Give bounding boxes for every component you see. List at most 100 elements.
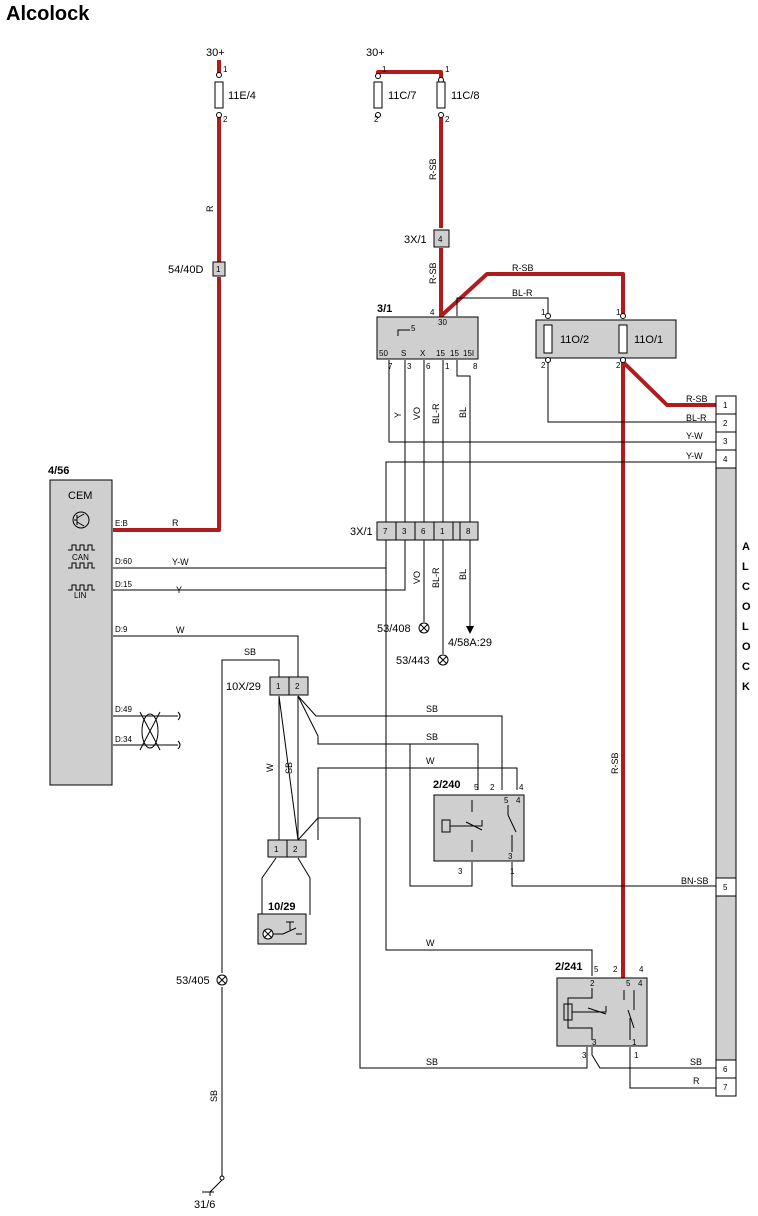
svg-text:6: 6 bbox=[421, 527, 426, 536]
connector-10x29: 10X/29 1 2 bbox=[226, 676, 309, 696]
svg-text:1: 1 bbox=[634, 1051, 639, 1060]
svg-text:7: 7 bbox=[723, 1083, 728, 1092]
wire-label-r-cem: R bbox=[172, 518, 179, 528]
wire-label-bl-r-lower: BL-R bbox=[431, 567, 441, 588]
wire-label-w-2241: W bbox=[426, 938, 435, 948]
svg-text:O: O bbox=[742, 601, 751, 613]
svg-text:1: 1 bbox=[440, 527, 445, 536]
wire-label-w-cem: W bbox=[176, 625, 185, 635]
svg-text:3: 3 bbox=[723, 437, 728, 446]
svg-text:X: X bbox=[420, 349, 426, 358]
wire-label-sb-2240-b: SB bbox=[426, 732, 438, 742]
wire-label-r-sb-3: R-SB bbox=[512, 263, 534, 273]
cem-module: 4/56 CEM CAN LIN E:B D:60 D:15 D:9 D:49 … bbox=[48, 465, 132, 786]
svg-text:15: 15 bbox=[436, 349, 445, 358]
svg-text:D:34: D:34 bbox=[115, 735, 132, 744]
wire-label-r-pin7: R bbox=[693, 1076, 700, 1086]
indicator-10-29: 10/29 bbox=[257, 901, 307, 945]
fuse-11c7: 1 11C/7 2 bbox=[373, 65, 417, 124]
svg-text:2: 2 bbox=[723, 419, 728, 428]
svg-text:A: A bbox=[742, 541, 750, 553]
svg-text:D:60: D:60 bbox=[115, 557, 132, 566]
svg-text:2: 2 bbox=[613, 965, 618, 974]
svg-text:3X/1: 3X/1 bbox=[404, 234, 427, 246]
arrow-4-58a: 4/58A:29 bbox=[448, 626, 492, 649]
svg-text:3: 3 bbox=[582, 1051, 587, 1060]
fuse-block-11o: 1 11O/2 2 1 11O/1 2 bbox=[535, 308, 677, 370]
svg-text:4: 4 bbox=[723, 455, 728, 464]
svg-text:1: 1 bbox=[723, 401, 728, 410]
svg-text:C: C bbox=[742, 661, 750, 673]
svg-text:8: 8 bbox=[473, 362, 478, 371]
svg-text:5: 5 bbox=[723, 883, 728, 892]
svg-text:2/241: 2/241 bbox=[555, 961, 583, 973]
svg-text:CEM: CEM bbox=[68, 490, 92, 502]
svg-text:E:B: E:B bbox=[115, 519, 128, 528]
svg-text:4/56: 4/56 bbox=[48, 465, 69, 477]
wire-label-y-w-pin4: Y-W bbox=[686, 451, 703, 461]
fuse-11c8: 1 11C/8 2 bbox=[436, 65, 480, 124]
ground-53-405: 53/405 bbox=[176, 974, 228, 987]
alcolock-unit: 1 2 3 4 5 6 7 A L C O L O C K bbox=[715, 395, 751, 1097]
svg-text:2: 2 bbox=[590, 979, 595, 988]
wire-label-r-sb-2: R-SB bbox=[428, 262, 438, 284]
svg-text:5: 5 bbox=[411, 324, 416, 333]
svg-text:CAN: CAN bbox=[72, 553, 89, 562]
wire-label-y-cem: Y bbox=[176, 585, 182, 595]
svg-text:1: 1 bbox=[216, 265, 221, 274]
can-signal-icon bbox=[68, 544, 95, 551]
svg-text:11O/1: 11O/1 bbox=[634, 334, 663, 346]
svg-text:3: 3 bbox=[407, 362, 412, 371]
signal-wires bbox=[113, 297, 716, 1176]
svg-text:1: 1 bbox=[541, 308, 546, 317]
svg-text:3: 3 bbox=[508, 852, 513, 861]
svg-text:15: 15 bbox=[450, 349, 459, 358]
svg-text:4: 4 bbox=[438, 235, 443, 244]
ground-53-408: 53/408 bbox=[377, 622, 430, 635]
svg-text:4: 4 bbox=[639, 965, 644, 974]
svg-text:2: 2 bbox=[293, 845, 298, 854]
supply-label-left: 30+ bbox=[206, 47, 225, 59]
svg-text:6: 6 bbox=[723, 1065, 728, 1074]
svg-text:LIN: LIN bbox=[74, 591, 87, 600]
svg-text:1: 1 bbox=[276, 682, 281, 691]
svg-text:3: 3 bbox=[458, 867, 463, 876]
wire-label-bn-sb: BN-SB bbox=[681, 876, 709, 886]
wire-label-bl-r-upper: BL-R bbox=[431, 403, 441, 424]
svg-text:4: 4 bbox=[430, 308, 435, 317]
svg-text:31/6: 31/6 bbox=[194, 1199, 215, 1211]
ignition-switch-3-1: 3/1 4 30 5 50 S X 15 15 15I 7 3 6 1 8 bbox=[376, 303, 479, 371]
svg-text:D:49: D:49 bbox=[115, 705, 132, 714]
wire-label-bl-upper: BL bbox=[458, 407, 468, 418]
svg-text:54/40D: 54/40D bbox=[168, 264, 204, 276]
svg-text:10X/29: 10X/29 bbox=[226, 681, 261, 693]
wire-label-w-10x: W bbox=[265, 763, 275, 772]
svg-text:5: 5 bbox=[594, 965, 599, 974]
ground-53-443: 53/443 bbox=[396, 654, 449, 667]
svg-text:7: 7 bbox=[383, 527, 388, 536]
svg-text:2: 2 bbox=[445, 115, 450, 124]
svg-text:3/1: 3/1 bbox=[377, 303, 392, 315]
connector-3x1-top: 4 3X/1 bbox=[404, 229, 450, 248]
svg-text:8: 8 bbox=[466, 527, 471, 536]
connector-54-40d: 1 54/40D bbox=[168, 261, 226, 277]
connector-3x1-row: 3X/1 7 3 6 1 8 bbox=[350, 521, 479, 541]
wire-label-sb-pin6: SB bbox=[690, 1057, 702, 1067]
wire-label-bl-r-pin2: BL-R bbox=[686, 413, 707, 423]
svg-text:4: 4 bbox=[519, 783, 524, 792]
svg-text:5: 5 bbox=[474, 783, 479, 792]
svg-text:3X/1: 3X/1 bbox=[350, 526, 373, 538]
wire-label-vo-lower: VO bbox=[412, 571, 422, 584]
svg-text:1: 1 bbox=[445, 362, 450, 371]
svg-text:K: K bbox=[742, 681, 750, 693]
svg-text:2: 2 bbox=[616, 361, 621, 370]
svg-text:5: 5 bbox=[626, 979, 631, 988]
svg-text:2: 2 bbox=[541, 361, 546, 370]
svg-text:1: 1 bbox=[223, 65, 228, 74]
svg-text:4/58A:29: 4/58A:29 bbox=[448, 637, 492, 649]
page-title: Alcolock bbox=[6, 3, 90, 25]
transistor-icon bbox=[72, 511, 90, 529]
wire-label-sb-10x: SB bbox=[284, 762, 294, 774]
svg-text:2: 2 bbox=[374, 115, 379, 124]
